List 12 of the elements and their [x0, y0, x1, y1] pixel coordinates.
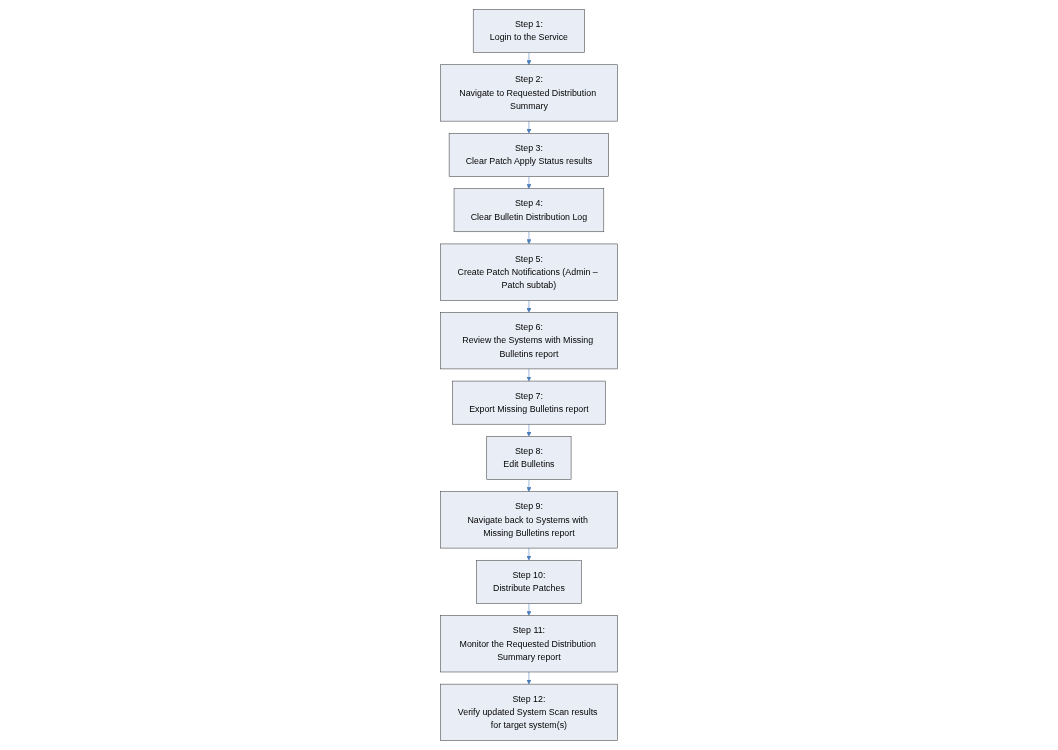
- node-box: Step 12: Verify updated System Scan results for target system(s): [440, 683, 618, 741]
- node-box: Step 5: Create Patch Notifications (Admin – Patch subtab): [440, 243, 618, 301]
- node-box: Step 1: Login to the Service: [473, 9, 585, 53]
- node-box: Step 3: Clear Patch Apply Status results: [448, 133, 610, 177]
- node-box: Step 8: Edit Bulletins: [486, 436, 572, 480]
- node-box: Step 10: Distribute Patches: [476, 560, 582, 604]
- node-box: Step 2: Navigate to Requested Distribution Summary: [440, 64, 618, 122]
- node-box: Step 11: Monitor the Requested Distribution Summary report: [440, 615, 618, 673]
- node-box: Step 4: Clear Bulletin Distribution Log: [453, 188, 605, 233]
- node-box: Step 6: Review the Systems with Missing Bulletins report: [440, 312, 618, 370]
- node-box: Step 9: Navigate back to Systems with Missing Bulletins report: [440, 491, 618, 549]
- node-box: Step 7: Export Missing Bulletins report: [452, 380, 606, 425]
